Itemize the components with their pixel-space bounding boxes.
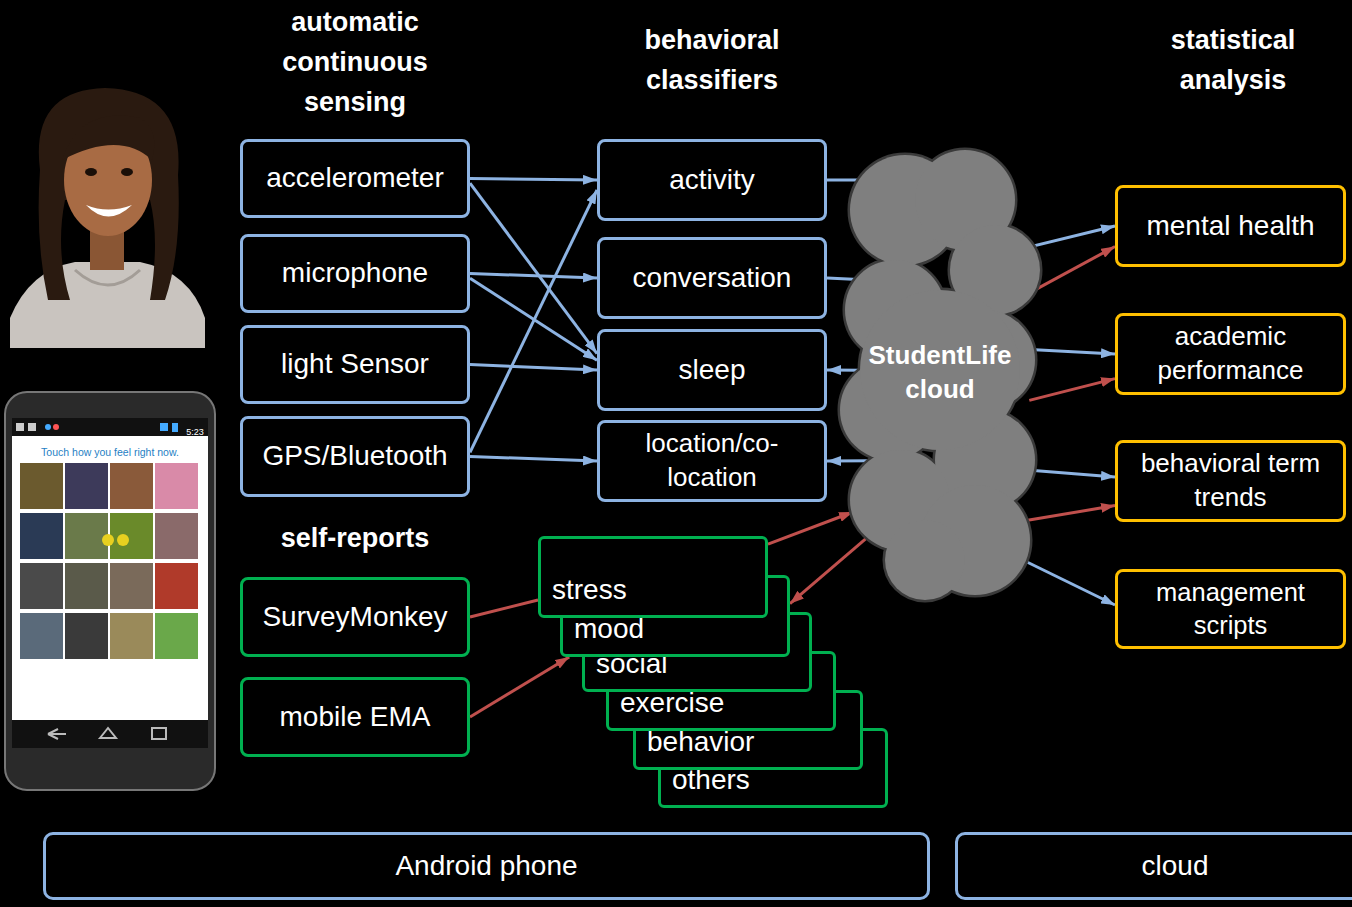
self-report-arrow xyxy=(470,600,538,617)
heading-text: statistical analysis xyxy=(1143,20,1323,100)
node-label: light Sensor xyxy=(281,346,429,382)
sensor-box: conversation xyxy=(597,237,827,319)
sensor-box: location/co- location xyxy=(597,420,827,502)
node-label: microphone xyxy=(282,255,428,291)
sensor-box: GPS/Bluetooth xyxy=(240,416,470,497)
column-heading: automatic continuous sensing xyxy=(235,2,475,122)
self-report-arrow xyxy=(1022,506,1115,522)
analysis-box: academic performance xyxy=(1115,313,1346,395)
node-label: StudentLife cloud xyxy=(855,339,1025,407)
phone-screen-text: 5:23 xyxy=(186,426,204,438)
sensor-box: microphone xyxy=(240,234,470,313)
phone-screen-text: Touch how you feel right now. xyxy=(41,445,179,459)
platform-band: cloud xyxy=(955,832,1352,900)
heading-text: self-reports xyxy=(281,518,430,558)
self-report-arrow xyxy=(1029,379,1115,401)
node-label: Android phone xyxy=(395,848,577,884)
data-flow-arrow xyxy=(1020,559,1115,606)
phone-illustration xyxy=(5,392,215,790)
node-label: sleep xyxy=(679,352,746,388)
node-label: location/co- location xyxy=(612,427,812,495)
sensor-box: activity xyxy=(597,139,827,221)
column-heading: statistical analysis xyxy=(1123,20,1343,100)
analysis-box: behavioral term trends xyxy=(1115,440,1346,522)
self-report-arrow xyxy=(470,657,569,717)
analysis-box: management scripts xyxy=(1115,569,1346,649)
sensor-box: sleep xyxy=(597,329,827,411)
self-report-arrow xyxy=(768,512,853,544)
node-label: GPS/Bluetooth xyxy=(262,438,447,474)
data-flow-arrow xyxy=(470,183,597,353)
screen-text: 5:23 xyxy=(160,421,230,439)
heading-text: behavioral classifiers xyxy=(612,20,812,100)
heading-text: automatic continuous sensing xyxy=(255,2,455,122)
node-label: behavioral term trends xyxy=(1136,447,1326,515)
sensor-box: light Sensor xyxy=(240,325,470,404)
sensor-box: accelerometer xyxy=(240,139,470,218)
screen-text: Touch how you feel right now. xyxy=(0,442,225,460)
self-report-box: mobile EMA xyxy=(240,677,470,757)
data-flow-arrow xyxy=(470,365,597,371)
node-label: stress xyxy=(552,572,627,608)
cloud-node: StudentLife cloud xyxy=(845,140,1035,605)
column-heading: self-reports xyxy=(215,518,495,558)
node-label: mobile EMA xyxy=(280,699,431,735)
self-report-arrow xyxy=(790,535,870,603)
node-label: academic performance xyxy=(1131,320,1331,388)
data-flow-arrow xyxy=(1027,470,1115,477)
node-label: mental health xyxy=(1146,208,1314,244)
self-report-box: SurveyMonkey xyxy=(240,577,470,657)
data-flow-arrow xyxy=(470,457,597,462)
node-label: cloud xyxy=(1142,848,1209,884)
data-flow-arrow xyxy=(470,274,597,279)
node-label: activity xyxy=(669,162,755,198)
node-label: management scripts xyxy=(1131,576,1331,642)
node-label: conversation xyxy=(633,260,792,296)
data-flow-arrow xyxy=(1026,349,1116,354)
analysis-box: mental health xyxy=(1115,185,1346,267)
cloud-shape xyxy=(845,140,1035,605)
survey-topic-box: stress xyxy=(538,536,768,618)
data-flow-arrow xyxy=(470,179,597,181)
student-portrait xyxy=(10,88,205,348)
platform-band: Android phone xyxy=(43,832,930,900)
column-heading: behavioral classifiers xyxy=(592,20,832,100)
data-flow-arrow xyxy=(470,190,597,453)
node-label: SurveyMonkey xyxy=(262,599,447,635)
data-flow-arrow xyxy=(827,459,870,462)
node-label: accelerometer xyxy=(266,160,443,196)
